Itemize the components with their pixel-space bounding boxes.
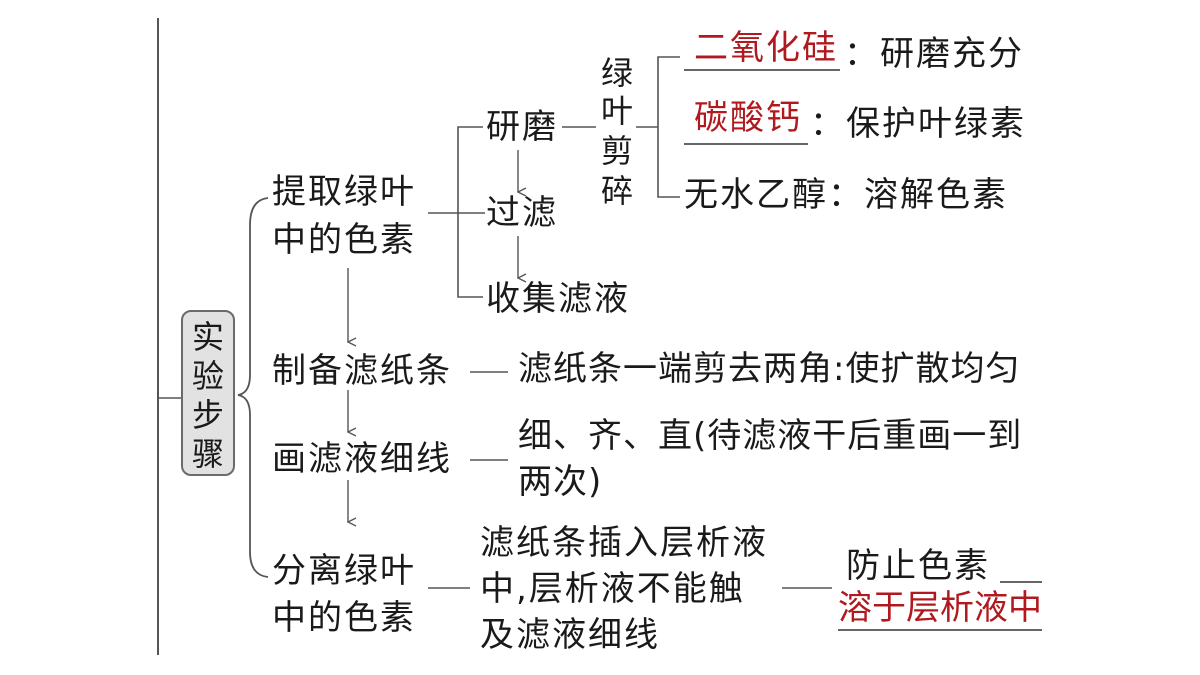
step1-label-line1: 提取绿叶: [272, 172, 416, 212]
step3-detail-line1: 细、齐、直(待滤液干后重画一到: [518, 416, 1023, 456]
cut-char-4: 碎: [600, 172, 633, 210]
root-char-4: 骤: [191, 435, 224, 473]
step4-detail-line1: 滤纸条插入层析液: [480, 523, 768, 563]
step4-label-line2: 中的色素: [272, 598, 416, 638]
grind-label: 研磨: [486, 107, 558, 147]
step1-label-line2: 中的色素: [272, 220, 416, 260]
cut-char-1: 绿: [600, 54, 633, 92]
answer-calcium-carbonate: 碳酸钙: [694, 98, 802, 138]
item1-text: ：研磨充分: [844, 34, 1024, 74]
step4-label-line1: 分离绿叶: [272, 551, 416, 591]
answer-silica: 二氧化硅: [694, 28, 838, 68]
item2-text: ：保护叶绿素: [810, 104, 1026, 144]
collect-label: 收集滤液: [486, 279, 630, 319]
cut-char-2: 叶: [600, 92, 633, 130]
root-char-2: 验: [191, 357, 224, 395]
step4-detail-line2: 中,层析液不能触: [480, 569, 745, 609]
filter-label: 过滤: [486, 193, 558, 233]
step3-label: 画滤液细线: [272, 439, 452, 479]
step2-label: 制备滤纸条: [272, 351, 452, 391]
step4-result: 防止色素: [846, 546, 990, 586]
answer-dissolve: 溶于层析液中: [838, 588, 1042, 628]
step2-detail: 滤纸条一端剪去两角:使扩散均匀: [518, 349, 1021, 389]
cut-char-3: 剪: [600, 132, 633, 170]
root-char-1: 实: [191, 318, 224, 356]
root-label-box: 实 验 步 骤: [181, 310, 235, 476]
root-char-3: 步: [191, 396, 224, 434]
step3-detail-line2: 两次): [518, 462, 603, 502]
step4-detail-line3: 及滤液细线: [480, 615, 660, 655]
item3-text: 无水乙醇：溶解色素: [684, 175, 1008, 215]
